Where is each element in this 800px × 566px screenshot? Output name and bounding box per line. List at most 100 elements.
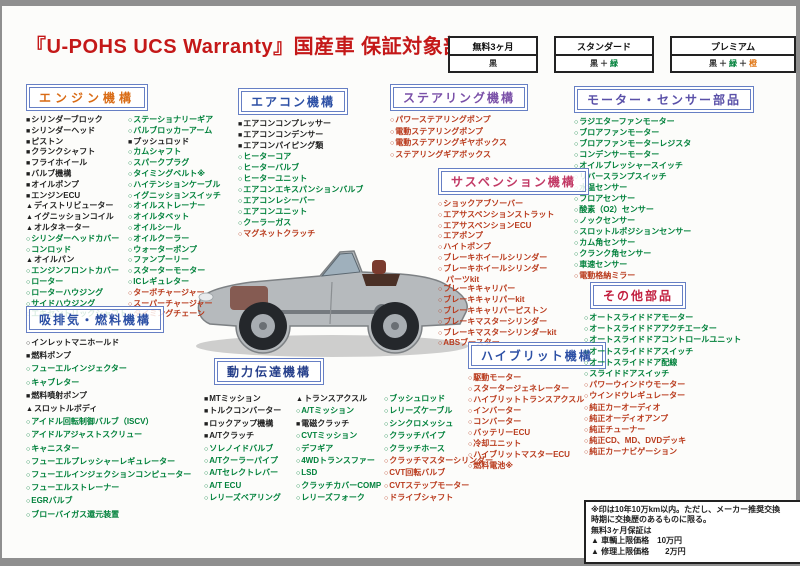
steering-parts-list: ○パワーステアリングポンプ○電動ステアリングポンプ○電動ステアリングギヤボックス… [390, 115, 528, 161]
bullet-icon: ○ [584, 404, 589, 412]
part-item: ○エアコンエキスパンションバルブ [238, 185, 364, 194]
bullet-icon: ■ [204, 420, 209, 428]
part-item: ○ドライブシャフト [384, 493, 454, 503]
bullet-icon: ○ [384, 445, 389, 453]
bullet-icon: ○ [238, 198, 243, 205]
section-title-intake-fuel: 吸排気・燃料機構 [26, 306, 165, 333]
bullet-icon: ■ [26, 192, 31, 200]
part-item: ○スーパーチャージャー [128, 298, 213, 308]
part-item: ○エアサスペンションストラット [438, 209, 555, 219]
section-title-aircon: エアコン機構 [238, 88, 349, 115]
part-item: ○ソレノイドバルブ [204, 443, 274, 453]
bullet-icon: ○ [468, 441, 473, 448]
engine-parts-column-1: ■シリンダーブロック■シリンダーヘッド■ピストン■クランクシャフト■フライホイー… [26, 115, 128, 320]
part-item: ○オイルタペット [128, 212, 190, 222]
part-item: ○ブローバイガス還元装置 [26, 509, 120, 519]
part-item: 緑 [729, 59, 737, 68]
bullet-icon: ○ [574, 229, 579, 236]
part-item: ■トルクコンバーター [204, 406, 282, 416]
part-item: ▲オルタネーター [26, 222, 90, 232]
part-item: ○ローターハウジング [26, 287, 104, 297]
bullet-icon: ○ [296, 445, 301, 453]
part-item: ○オートスライドドアスイッチ [584, 346, 694, 356]
bullet-icon: ▲ [26, 406, 33, 414]
part-item: ○A/Tミッション [296, 406, 355, 416]
drivetrain-parts-column-1: ■MTミッション■トルクコンバーター■ロックアップ機構■A/Tクラッチ○ソレノイ… [204, 393, 296, 505]
bullet-icon: ○ [390, 151, 395, 159]
bullet-icon: ○ [384, 396, 389, 403]
bullet-icon: ■ [26, 170, 31, 178]
part-item: ○フューエルインジェクター [26, 364, 127, 374]
part-item: ○コンデンサーモーター [574, 150, 660, 159]
bullet-icon: ○ [438, 318, 443, 326]
part-item: ○ブレーキキャリパー [438, 284, 516, 294]
bullet-icon: ○ [128, 127, 133, 135]
bullet-icon: ○ [574, 119, 579, 126]
legend-colors: 黒＋緑 [556, 56, 652, 71]
bullet-icon: ○ [238, 231, 243, 238]
part-item: ○キャブレター [26, 377, 80, 387]
bullet-icon: ■ [204, 396, 209, 403]
part-item: ○クラッチカバーCOMP [296, 480, 382, 490]
part-item: ※印は10年10万km以内。ただし、メーカー推奨交換 [591, 505, 781, 514]
section-title-steering: ステアリング機構 [390, 84, 529, 111]
bullet-icon: ○ [438, 265, 443, 273]
part-item: ＋ [739, 59, 747, 68]
legend-name: 無料3ヶ月 [450, 38, 536, 56]
bullet-icon: ▲ [296, 396, 303, 403]
bullet-icon: ○ [584, 326, 589, 334]
part-item: ○ハイブリットマスターECU [468, 450, 570, 459]
bullet-icon: ○ [468, 375, 473, 382]
part-item: ○エアコンユニット [238, 207, 308, 216]
part-item: ○電動格納ミラー [574, 271, 636, 280]
part-item: ■燃料噴射ポンプ [26, 390, 87, 400]
bullet-icon: ○ [204, 470, 209, 478]
section-aircon: エアコン機構 ■エアコンコンプレッサー■エアコンコンデンサー■エアコンパイピング… [238, 88, 363, 240]
bullet-icon: ○ [296, 482, 301, 490]
bullet-icon: ○ [574, 141, 579, 148]
part-item: ○駆動モーター [468, 373, 522, 382]
part-item: ○エアサスペンションECU [438, 220, 532, 230]
bullet-icon: ○ [26, 235, 31, 243]
section-steering: ステアリング機構 ○パワーステアリングポンプ○電動ステアリングポンプ○電動ステア… [390, 84, 529, 161]
part-item: ○ブロアファンモーター [574, 128, 660, 137]
bullet-icon: ○ [584, 449, 589, 457]
part-item: ○ターボチャージャー [128, 287, 205, 297]
part-item: ○クラッチパイプ [384, 431, 446, 441]
bullet-icon: ○ [584, 371, 589, 379]
bullet-icon: ○ [238, 154, 243, 161]
legend-free-3-months: 無料3ヶ月 黒 [448, 36, 538, 73]
part-item: ○ファンプーリー [128, 255, 189, 265]
bullet-icon: ○ [584, 415, 589, 423]
part-item: ○スターターモーター [128, 266, 206, 276]
part-item: ▲ 修理上限価格 2万円 [591, 546, 686, 556]
part-item: ○ショックアブソーバー [438, 199, 524, 208]
bullet-icon: ○ [128, 224, 133, 232]
part-item: ○フューエルストレーナー [26, 483, 120, 493]
part-item: ○リバースランプスイッチ [574, 172, 754, 183]
bullet-icon: ○ [128, 268, 133, 276]
part-item: ○オイルシール [128, 222, 182, 232]
engine-parts-column-2: ○ステーショナリーギア○バルブロッカーアーム■プッシュロッド○カムシャフト○スパ… [128, 115, 221, 320]
part-item: ＋ [719, 59, 727, 68]
part-item: ■ピストン [26, 136, 64, 146]
bullet-icon: ○ [238, 187, 243, 194]
part-item: ■燃料ポンプ [26, 351, 71, 361]
part-item: 橙 [749, 59, 757, 68]
bullet-icon: ○ [574, 273, 579, 280]
note-box: ※印は10年10万km以内。ただし、メーカー推奨交換時期に交換歴のあるものに限る… [584, 500, 800, 564]
bullet-icon: ○ [468, 386, 473, 393]
section-title-hybrid: ハイブリット機構 [468, 342, 606, 369]
part-item: ○スロットルポジションセンサー [574, 227, 692, 236]
part-item: 黒 [489, 59, 497, 68]
bullet-icon: ■ [26, 181, 31, 189]
part-item: ▲トランスアクスル [296, 394, 368, 403]
bullet-icon: ■ [238, 121, 243, 128]
part-item: ○スライドドアスイッチ [584, 369, 670, 379]
part-item: ○オイルプレッシャースイッチ [574, 161, 683, 170]
part-item: ■シリンダーブロック [26, 115, 103, 124]
bullet-icon: ○ [584, 337, 589, 345]
bullet-icon: ▲ [26, 224, 33, 232]
part-item: ▲ 車輌上限価格 10万円 [591, 536, 683, 546]
bullet-icon: ○ [204, 495, 209, 503]
